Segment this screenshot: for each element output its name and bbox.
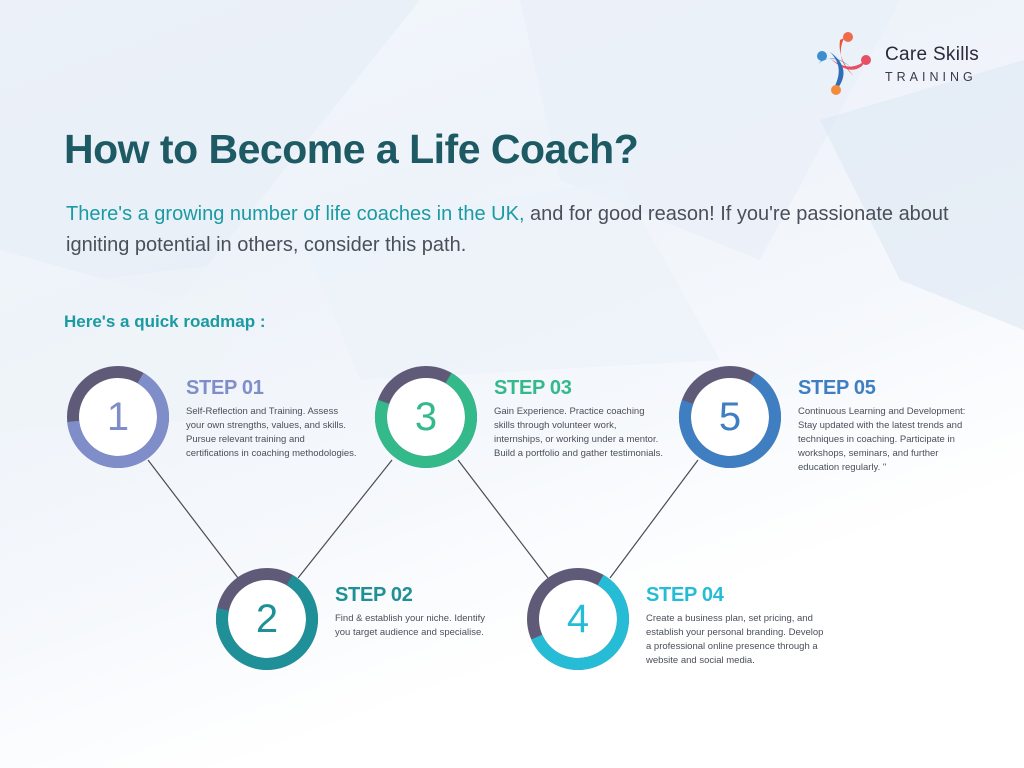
step-4-ring-graphic — [527, 568, 629, 670]
step-3-title: STEP 03 — [494, 377, 572, 399]
step-5-ring-graphic — [679, 366, 781, 468]
connector-line — [457, 459, 549, 579]
care-skills-logo-icon — [817, 32, 871, 95]
step-4-description: Create a business plan, set pricing, and… — [646, 613, 824, 666]
step-1-number: 1 — [106, 395, 130, 439]
step-3-ring-graphic — [375, 366, 477, 468]
step-2-number: 2 — [255, 597, 279, 641]
brand-subtitle: TRAINING — [885, 70, 977, 84]
step-1-ring: 1 — [65, 364, 171, 470]
roadmap-label: Here's a quick roadmap : — [64, 312, 266, 331]
step-2-ring: 2 — [214, 566, 320, 672]
step-5-ring: 5 — [677, 364, 783, 470]
intro-paragraph: There's a growing number of life coaches… — [66, 199, 956, 261]
step-2-title: STEP 02 — [335, 584, 413, 606]
step-1-title: STEP 01 — [186, 377, 264, 399]
step-4-ring: 4 — [525, 566, 631, 672]
step-5-description: Continuous Learning and Development: Sta… — [798, 406, 966, 473]
step-4-number: 4 — [566, 597, 590, 641]
connector-line — [297, 459, 393, 579]
step-2-ring-graphic — [216, 568, 318, 670]
intro-text: and for good reason! If you're passionat… — [66, 203, 949, 256]
step-3-ring: 3 — [373, 364, 479, 470]
page-title: How to Become a Life Coach? — [64, 126, 639, 172]
step-3-number: 3 — [414, 395, 438, 439]
connector-line — [147, 459, 239, 579]
intro-highlight: There's a growing number of life coaches… — [66, 203, 525, 225]
brand-name: Care Skills — [885, 44, 980, 65]
step-5-number: 5 — [718, 395, 742, 439]
step-1-description: Self-Reflection and Training. Assess you… — [186, 406, 357, 459]
step-3-description: Gain Experience. Practice coaching skill… — [494, 406, 663, 459]
step-5-title: STEP 05 — [798, 377, 876, 399]
step-2-description: Find & establish your niche. Identify yo… — [335, 613, 485, 638]
connector-line — [609, 459, 699, 579]
step-4-title: STEP 04 — [646, 584, 724, 606]
brand-logo: Care Skills TRAINING — [810, 30, 1000, 100]
step-1-ring-graphic — [67, 366, 169, 468]
